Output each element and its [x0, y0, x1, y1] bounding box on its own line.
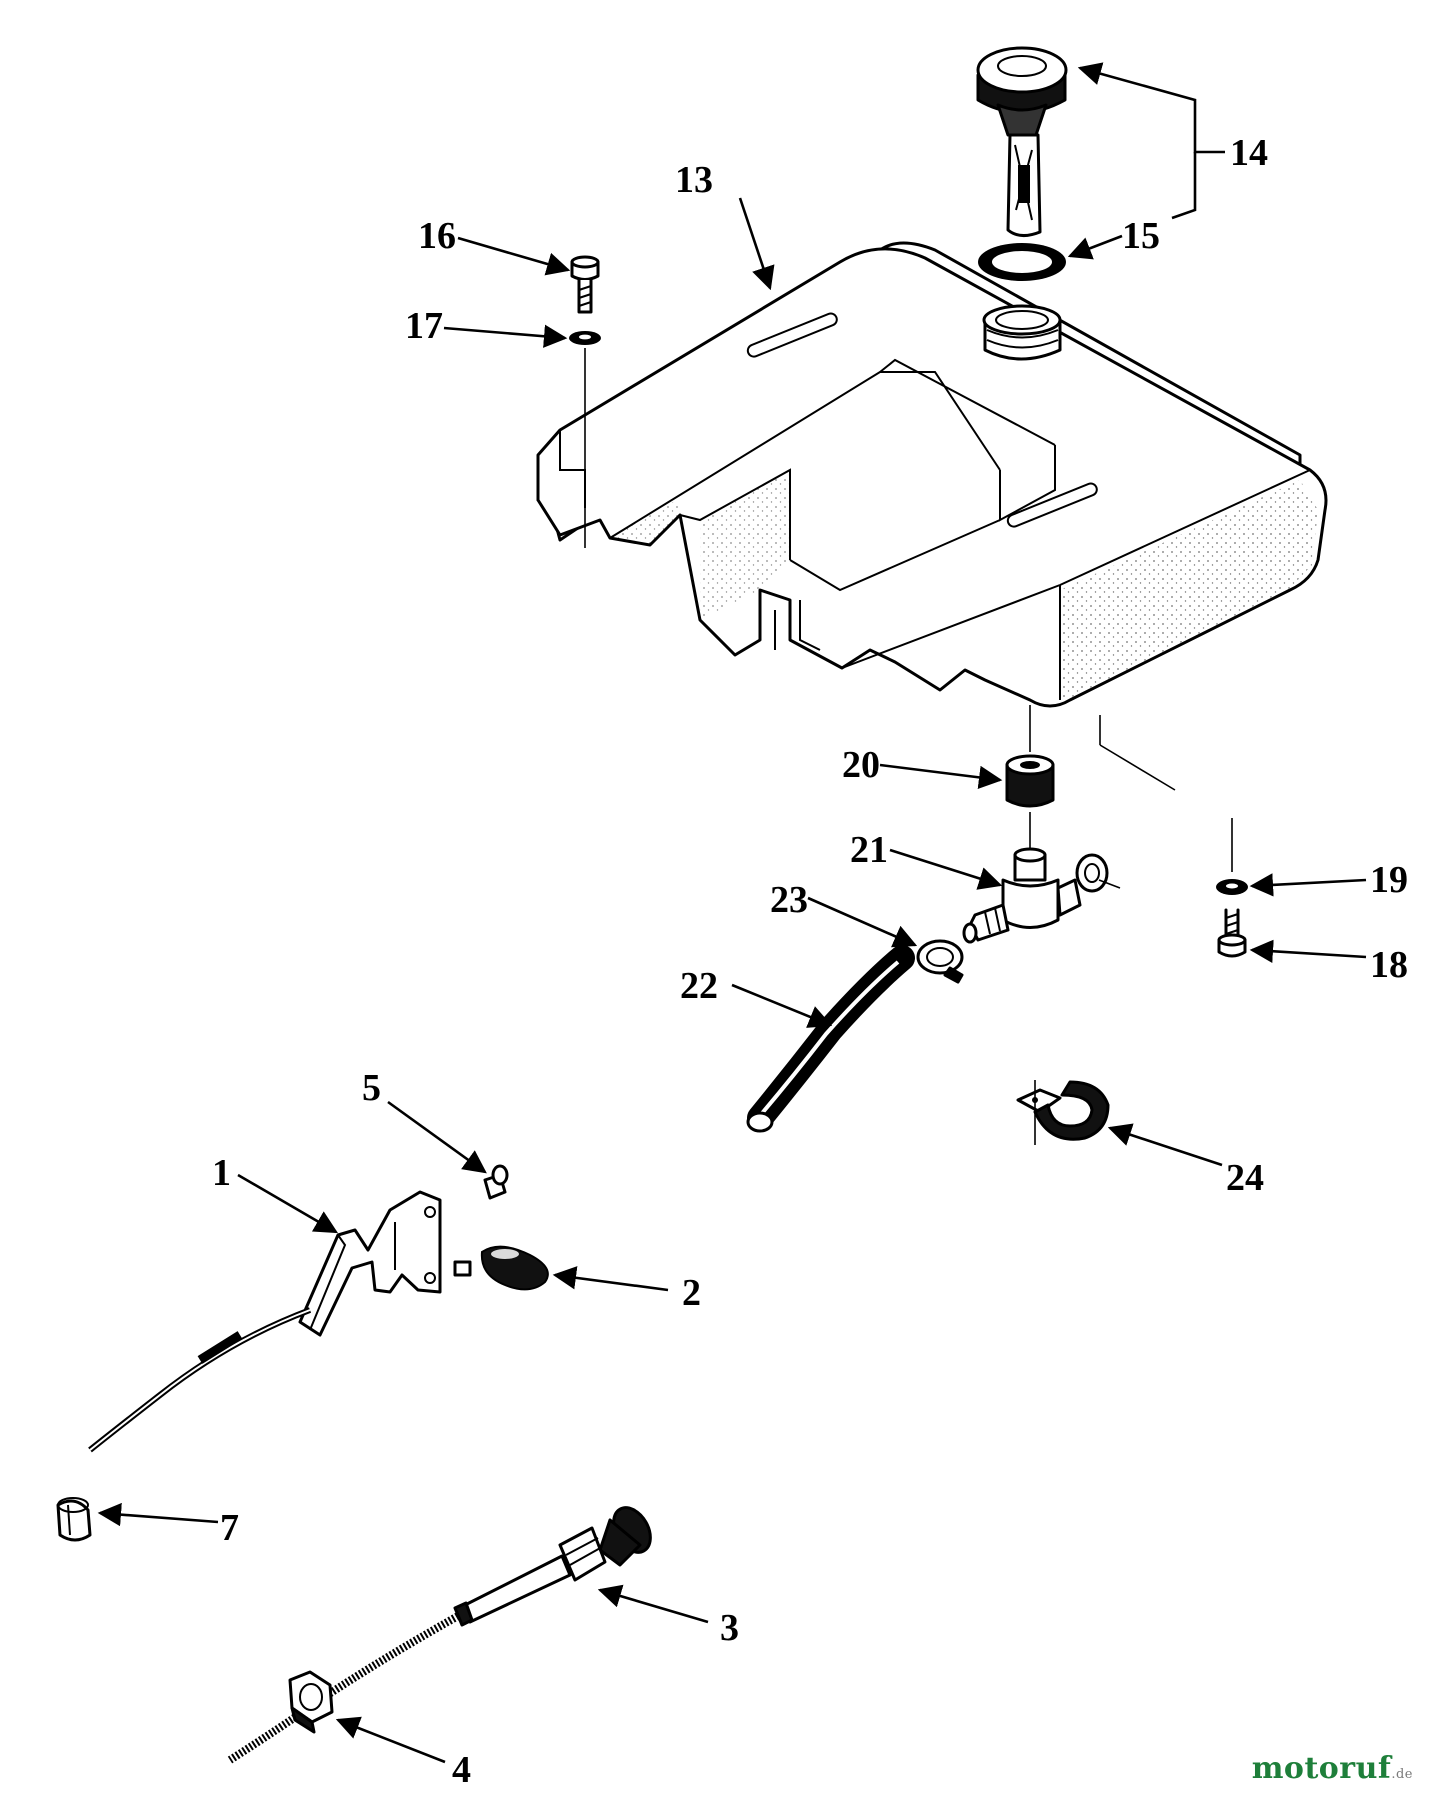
callout-22: 22	[680, 965, 718, 1007]
callout-21: 21	[850, 829, 888, 871]
watermark-brand: motoruf	[1251, 1751, 1392, 1786]
watermark-suffix: .de	[1391, 1767, 1413, 1782]
callout-17: 17	[405, 305, 443, 347]
callout-1: 1	[212, 1152, 231, 1194]
fuel-hose-22	[746, 945, 915, 1133]
nut-4	[288, 1670, 334, 1734]
screw-5	[483, 1164, 509, 1200]
callout-labels: 13 14 15 16 17 20 21 19 23 18 22 24 5 1 …	[212, 132, 1408, 1791]
callout-19: 19	[1370, 859, 1408, 901]
callout-23: 23	[770, 879, 808, 921]
washer-19	[1216, 879, 1248, 895]
knob-2	[480, 1245, 549, 1291]
watermark-logo: motoruf.de	[1252, 1751, 1413, 1786]
cable-clip-7	[56, 1497, 92, 1542]
hose-clamp-23	[916, 939, 964, 984]
callout-20: 20	[842, 744, 880, 786]
line-clamp-24	[1016, 1080, 1110, 1145]
callout-13: 13	[675, 159, 713, 201]
leader-lines	[97, 62, 1367, 1764]
filler-neck	[982, 304, 1062, 361]
callout-14: 14	[1230, 132, 1268, 174]
callout-18: 18	[1370, 944, 1408, 986]
bolt-16	[570, 255, 600, 314]
callout-7: 7	[220, 1507, 239, 1549]
bolt-18	[1217, 908, 1247, 958]
callout-2: 2	[682, 1272, 701, 1314]
throttle-bracket-1	[298, 1190, 472, 1337]
fuel-tank	[536, 241, 1328, 708]
fuel-cap	[976, 46, 1068, 237]
bushing-20	[1005, 754, 1055, 808]
callout-16: 16	[418, 215, 456, 257]
washer-17	[569, 331, 601, 345]
shutoff-valve-21	[962, 847, 1109, 944]
cap-gasket	[978, 243, 1066, 281]
callout-5: 5	[362, 1067, 381, 1109]
callout-15: 15	[1122, 215, 1160, 257]
callout-4: 4	[452, 1749, 471, 1791]
callout-24: 24	[1226, 1157, 1264, 1199]
callout-3: 3	[720, 1607, 739, 1649]
